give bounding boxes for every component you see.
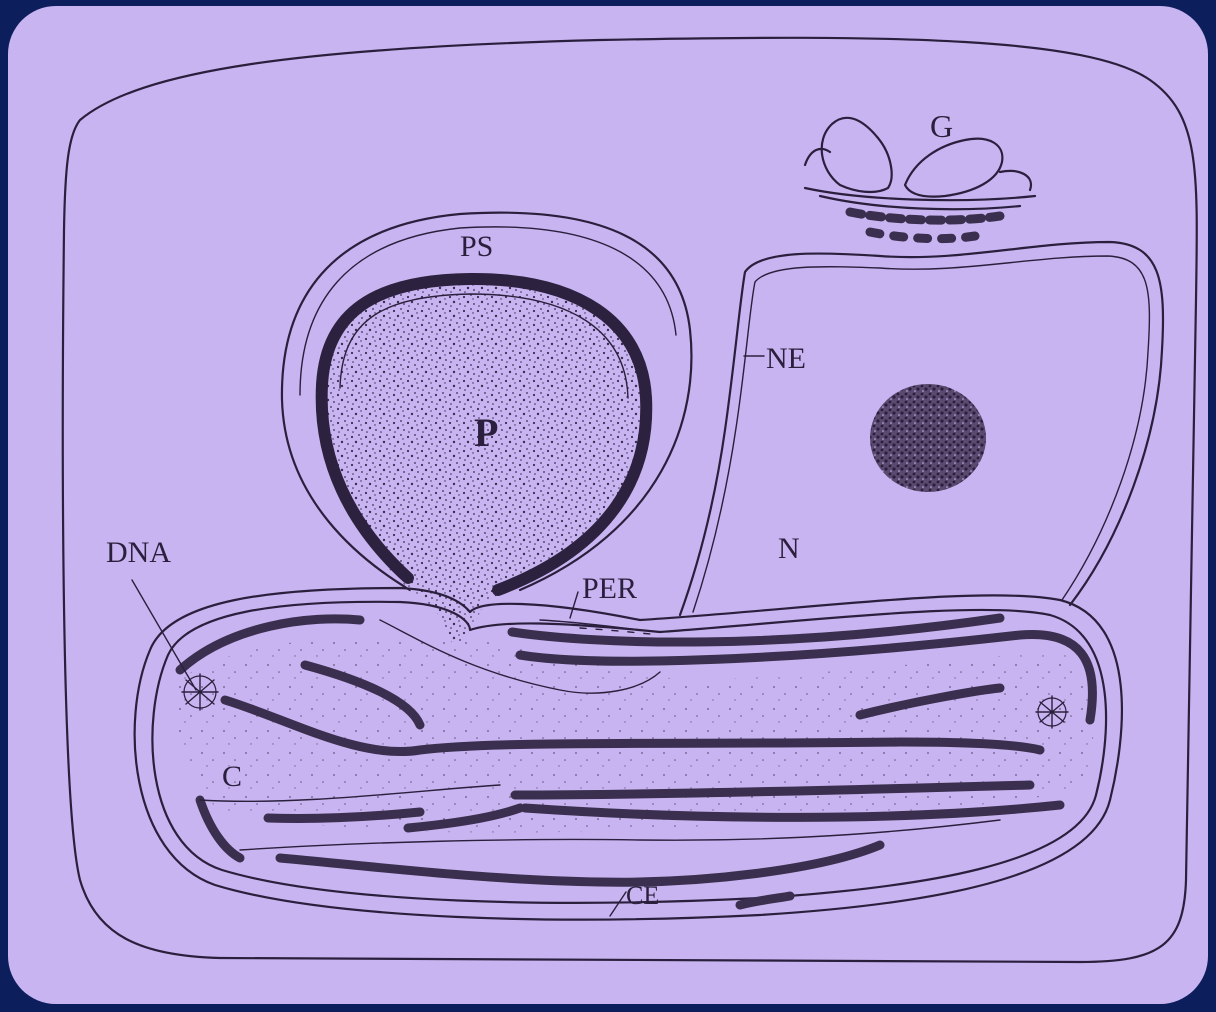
label-per: PER bbox=[582, 572, 637, 605]
golgi-cisterna-1 bbox=[822, 118, 892, 192]
label-ps: PS bbox=[460, 230, 493, 263]
golgi-cisterna-2 bbox=[905, 139, 1002, 197]
label-c: C bbox=[222, 760, 242, 793]
thylakoid-band-11 bbox=[280, 845, 880, 882]
label-dna: DNA bbox=[106, 536, 171, 569]
label-p: P bbox=[474, 410, 498, 455]
golgi-stack-1 bbox=[805, 188, 1035, 200]
golgi-vesicles bbox=[850, 212, 1000, 220]
label-ne: NE bbox=[766, 342, 806, 375]
golgi-stack-2 bbox=[820, 196, 1020, 209]
ce-leader-line bbox=[610, 892, 626, 916]
per-leader-line bbox=[570, 592, 578, 618]
thylakoid-band-2 bbox=[512, 618, 1000, 642]
label-n: N bbox=[778, 532, 800, 565]
label-g: G bbox=[930, 108, 953, 144]
stroma bbox=[176, 636, 1093, 832]
nucleolus bbox=[870, 384, 986, 492]
golgi-vesicles-2 bbox=[870, 232, 975, 239]
label-ce: CE bbox=[626, 881, 659, 910]
thylakoid-band-13 bbox=[740, 896, 790, 905]
